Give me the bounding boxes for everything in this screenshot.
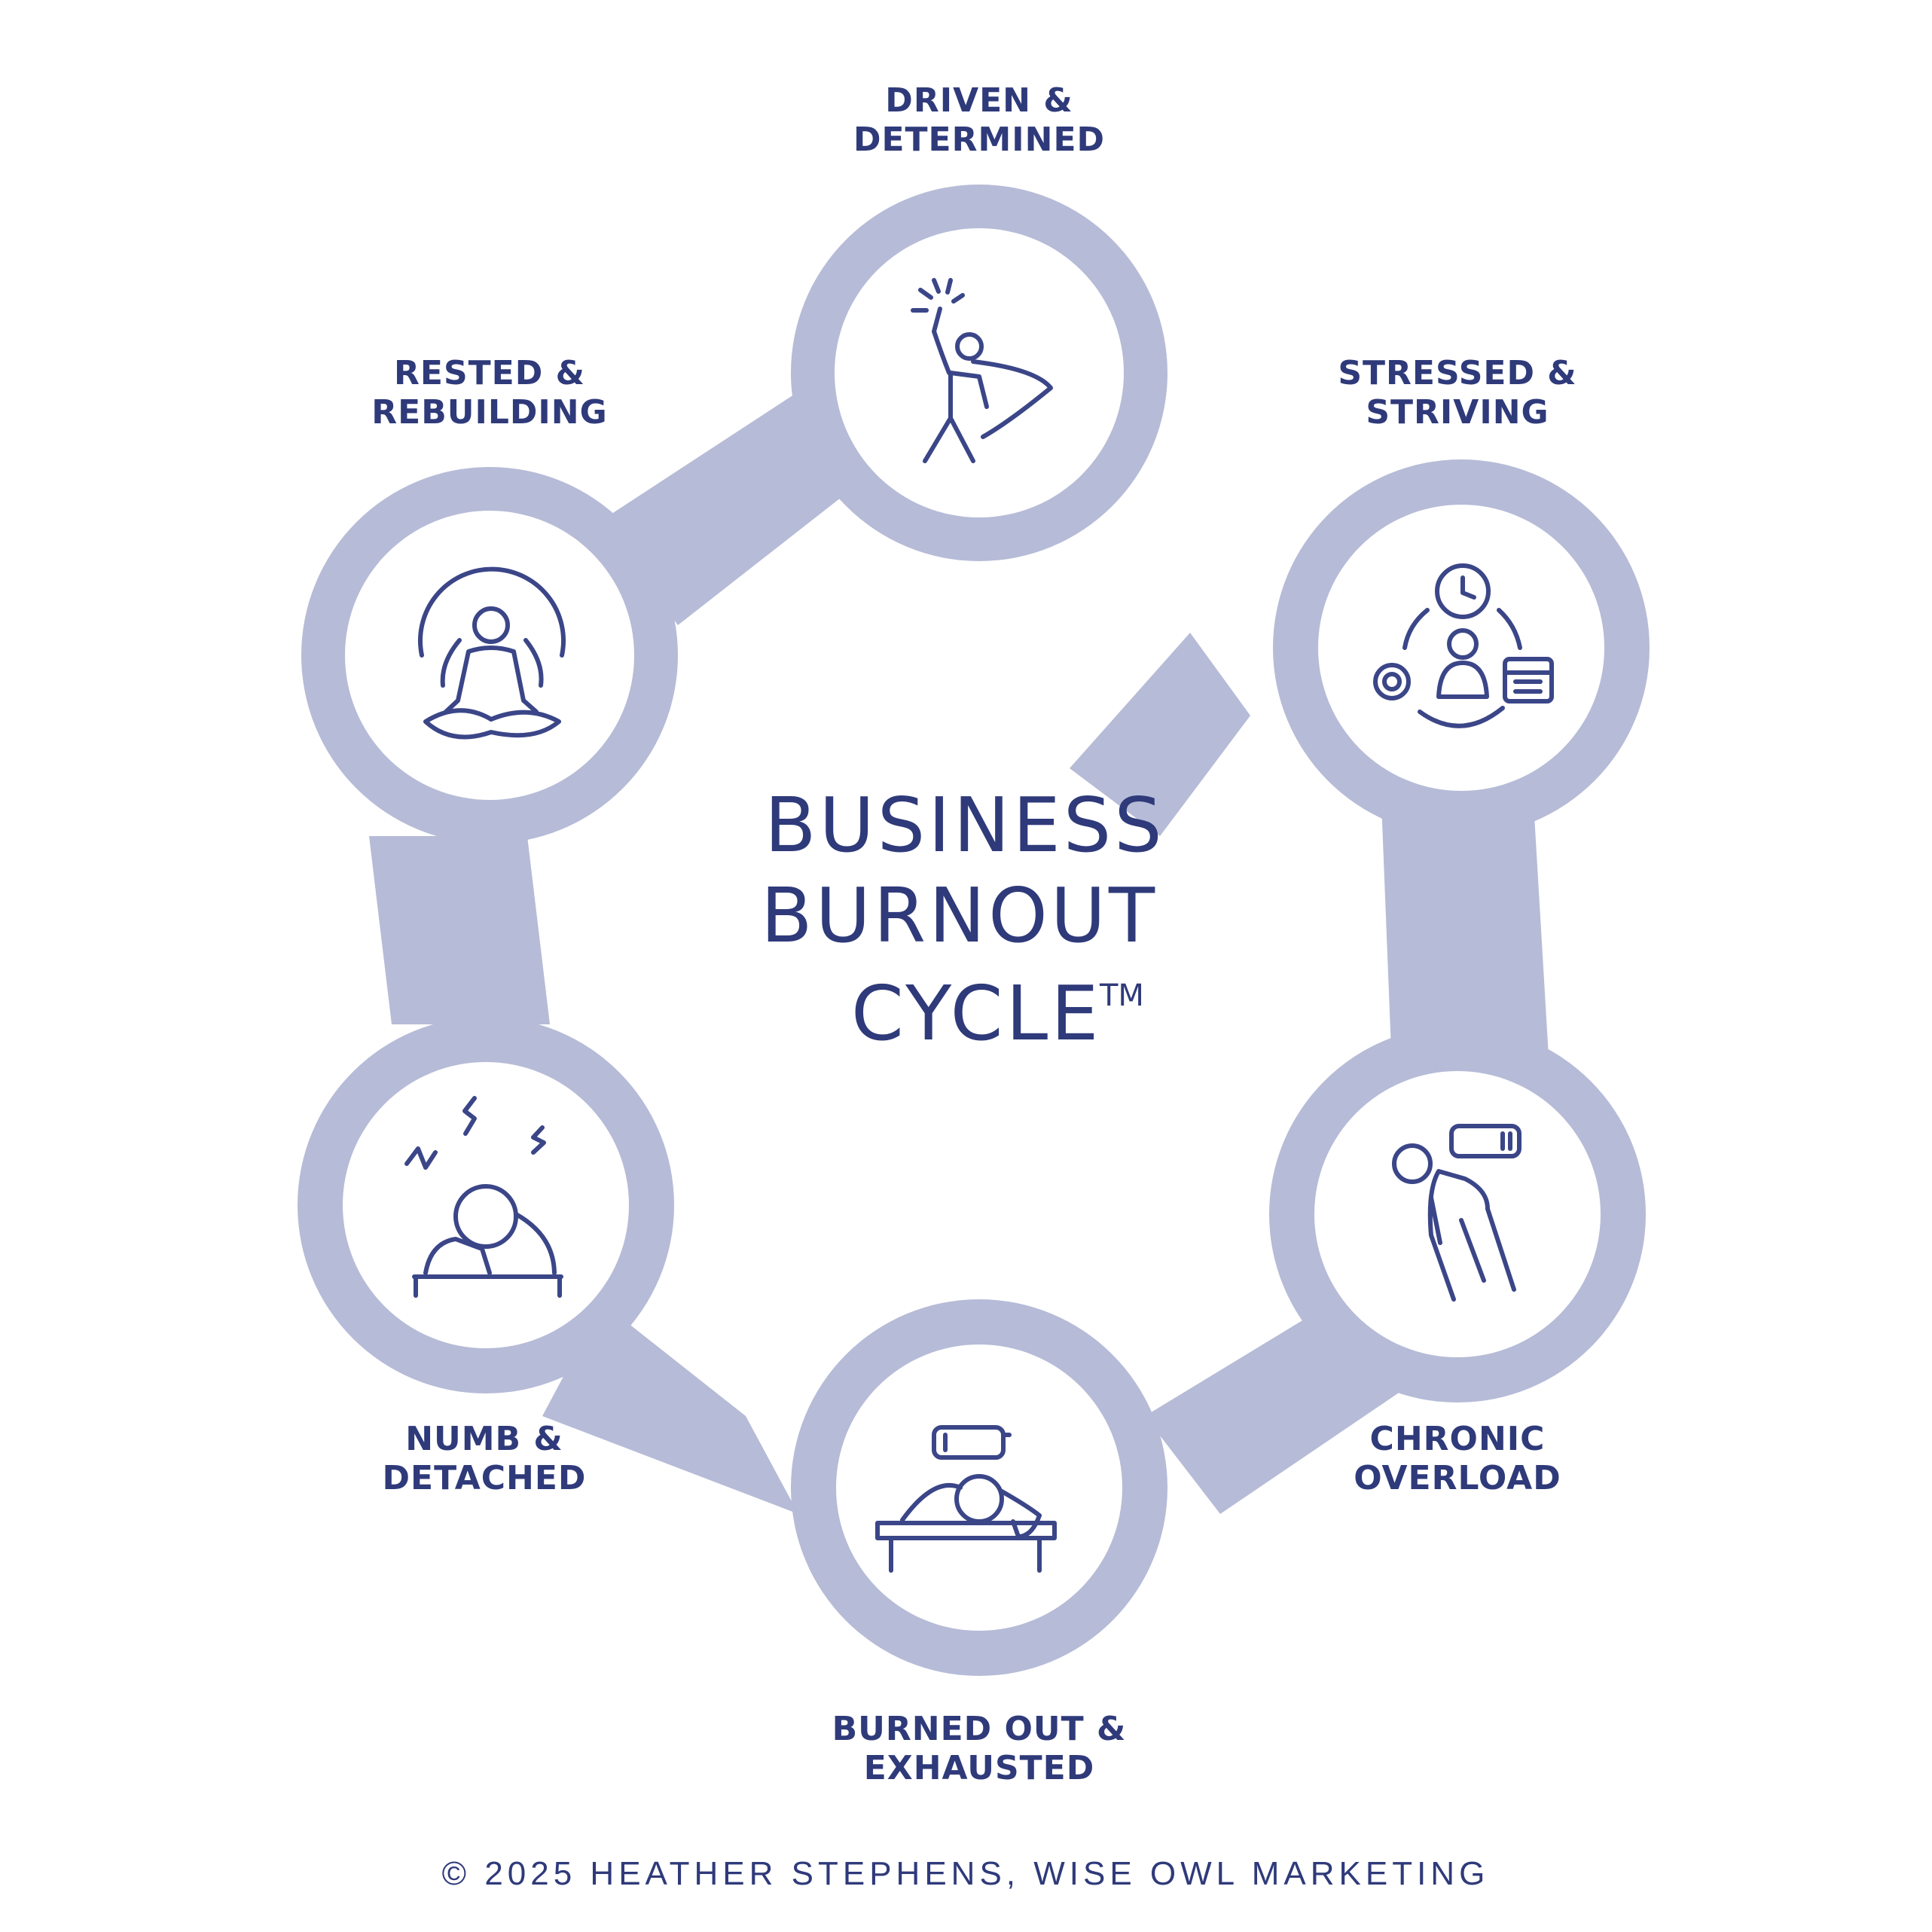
label-burned-line2: EXHAUSTED: [864, 1749, 1095, 1787]
disk-driven: [835, 228, 1124, 517]
disk-stressed: [1318, 505, 1604, 791]
label-rested-line2: REBUILDING: [371, 393, 607, 432]
head-on-desk-icon: [875, 1425, 1057, 1573]
disk-burned: [836, 1344, 1122, 1631]
cycle-inner-disks: [343, 228, 1604, 1631]
frustrated-person-icon: [404, 1096, 563, 1298]
label-stressed-line1: STRESSED &: [1338, 354, 1576, 392]
title-line-3: CYCLE: [851, 969, 1101, 1058]
disk-numb: [343, 1062, 629, 1348]
disk-rested: [345, 511, 634, 800]
label-driven-line2: DETERMINED: [853, 121, 1105, 159]
label-stressed-line2: STRIVING: [1366, 393, 1549, 432]
cycle-title: BUSINESS BURNOUT CYCLE TM: [761, 781, 1165, 1058]
connector-burned-numb: [542, 1303, 798, 1514]
connector-numb-rested: [369, 836, 550, 1024]
low-battery-person-icon: [1392, 1124, 1521, 1302]
connector-driven-stressed: [1070, 633, 1250, 836]
title-line-1: BUSINESS: [765, 781, 1165, 869]
label-overload-line2: OVERLOAD: [1354, 1459, 1561, 1497]
connector-rested-driven: [603, 392, 851, 625]
label-overload-line1: CHRONIC: [1370, 1420, 1546, 1458]
workload-cycle-icon: [1373, 563, 1554, 728]
disk-overload: [1314, 1071, 1601, 1357]
label-burned-line1: BURNED OUT &: [832, 1710, 1127, 1748]
superhero-icon: [911, 278, 1053, 463]
label-numb-line2: DETACHED: [383, 1459, 587, 1497]
trademark-mark: TM: [1099, 978, 1144, 1013]
copyright-footer: © 2025 HEATHER STEPHENS, WISE OWL MARKET…: [442, 1855, 1490, 1892]
meditation-icon: [418, 566, 566, 740]
title-line-2: BURNOUT: [761, 871, 1158, 960]
stage-labels: DRIVEN & DETERMINED STRESSED & STRIVING …: [371, 81, 1576, 1787]
label-numb-line1: NUMB &: [405, 1420, 563, 1458]
label-driven-line1: DRIVEN &: [885, 81, 1073, 120]
label-rested-line1: RESTED &: [394, 354, 585, 392]
